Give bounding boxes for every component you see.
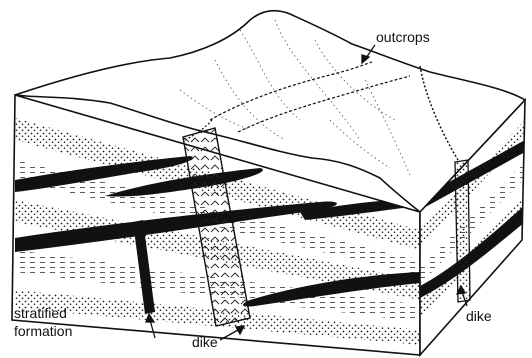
stratified-label-line1: stratified <box>14 305 67 321</box>
stratified-label-line2: formation <box>14 323 72 339</box>
right-dike <box>455 160 470 302</box>
dike-front-label: dike <box>192 334 218 350</box>
dike-right-label: dike <box>466 308 492 324</box>
outcrops-label: outcrops <box>376 29 430 45</box>
